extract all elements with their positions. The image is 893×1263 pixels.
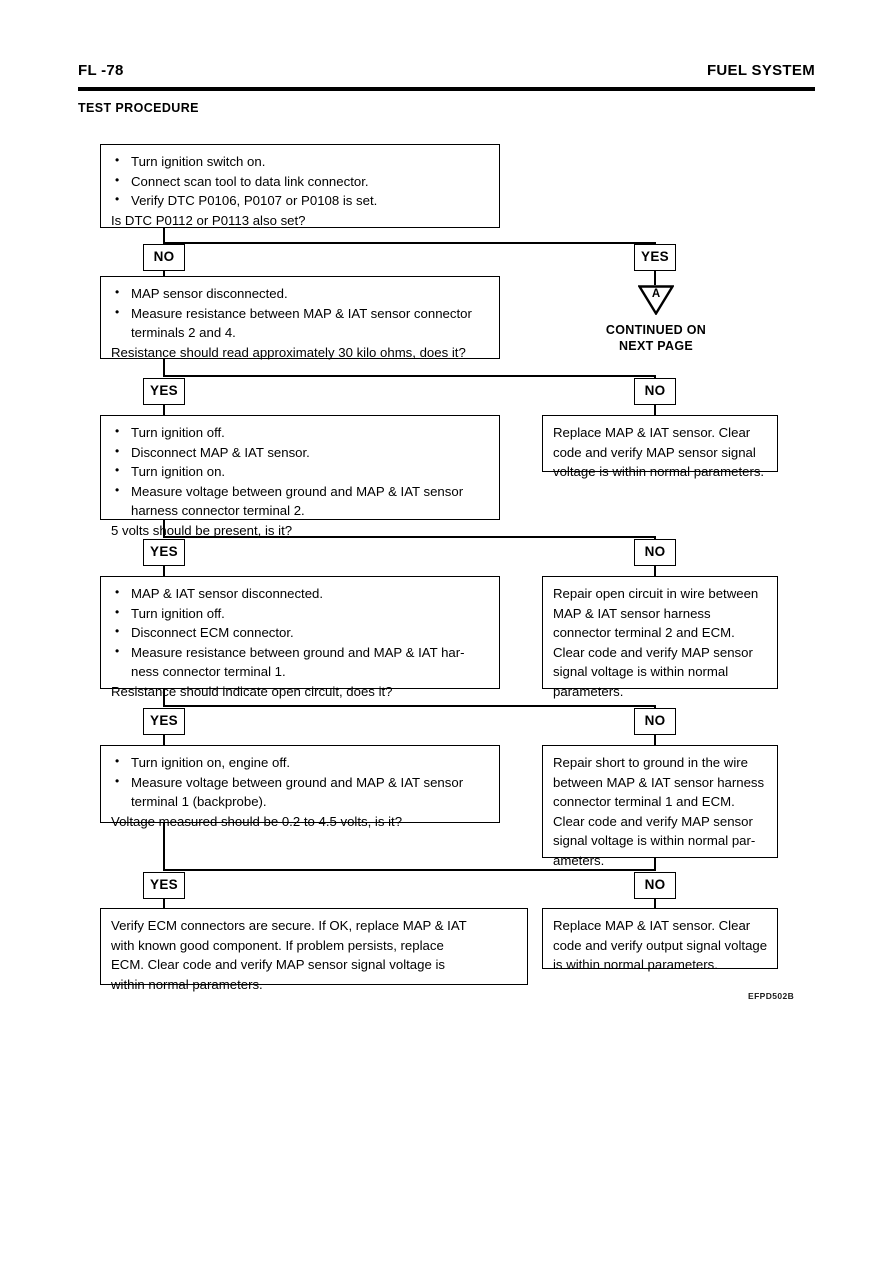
result-yes-final-box: Verify ECM connectors are secure. If OK,… xyxy=(100,908,528,992)
connector-line xyxy=(163,869,656,871)
result-text: Replace MAP & IAT sensor. Clear code and… xyxy=(553,425,765,479)
connector-line xyxy=(163,359,165,377)
step-4-bullets: MAP & IAT sensor disconnected. Turn igni… xyxy=(111,583,490,682)
connector-line xyxy=(163,242,656,244)
continued-next-page-note: CONTINUED ON NEXT PAGE xyxy=(556,322,756,354)
list-item: Turn ignition on, engine off. xyxy=(111,752,490,773)
result-no-step5-box: Replace MAP & IAT sensor. Clear code and… xyxy=(542,908,778,972)
step-3-bullets: Turn ignition off. Disconnect MAP & IAT … xyxy=(111,422,490,521)
connector-line xyxy=(654,271,656,285)
step-5-box: Turn ignition on, engine off. Measure vo… xyxy=(100,745,500,829)
connector-line xyxy=(163,375,656,377)
page-number: FL -78 xyxy=(78,62,124,79)
step-1-bullets: Turn ignition switch on. Connect scan to… xyxy=(111,151,490,211)
list-item: Turn ignition on. xyxy=(111,461,490,482)
connector-line xyxy=(654,242,656,245)
branch-label-yes: YES xyxy=(143,539,185,566)
offpage-connector-a: A xyxy=(638,285,674,315)
step-4-question: Resistance should indicate open circuit,… xyxy=(111,683,393,699)
result-text: Repair open circuit in wire between MAP … xyxy=(553,586,759,699)
connector-line xyxy=(163,228,165,244)
list-item: Turn ignition switch on. xyxy=(111,151,490,172)
connector-line xyxy=(654,536,656,539)
connector-line xyxy=(654,705,656,708)
branch-label-no: NO xyxy=(634,378,676,405)
connector-line xyxy=(163,823,165,851)
step-2-box: MAP sensor disconnected. Measure resista… xyxy=(100,276,500,360)
connector-line xyxy=(163,705,656,707)
step-4-box: MAP & IAT sensor disconnected. Turn igni… xyxy=(100,576,500,699)
list-item: Disconnect MAP & IAT sensor. xyxy=(111,442,490,463)
branch-label-no: NO xyxy=(143,244,185,271)
connector-line xyxy=(654,405,656,417)
continued-line-2: NEXT PAGE xyxy=(618,339,693,353)
list-item: Disconnect ECM connector. xyxy=(111,622,490,643)
connector-line xyxy=(163,735,165,747)
step-2-question: Resistance should read approximately 30 … xyxy=(111,344,466,360)
step-5-bullets: Turn ignition on, engine off. Measure vo… xyxy=(111,752,490,812)
list-item: MAP sensor disconnected. xyxy=(111,283,490,304)
list-item: Measure resistance between ground and MA… xyxy=(111,642,490,682)
page-header: FL -78 FUEL SYSTEM xyxy=(78,62,815,84)
connector-line xyxy=(654,735,656,747)
connector-line xyxy=(654,375,656,378)
branch-label-yes: YES xyxy=(634,244,676,271)
branch-label-yes: YES xyxy=(143,378,185,405)
section-title: FUEL SYSTEM xyxy=(706,62,815,79)
result-no-step3-box: Repair open circuit in wire between MAP … xyxy=(542,576,778,699)
step-1-box: Turn ignition switch on. Connect scan to… xyxy=(100,144,500,228)
branch-label-no: NO xyxy=(634,539,676,566)
continued-line-1: CONTINUED ON xyxy=(605,323,707,337)
branch-label-no: NO xyxy=(634,872,676,899)
connector-line xyxy=(163,849,165,871)
list-item: Turn ignition off. xyxy=(111,422,490,443)
connector-line xyxy=(654,566,656,578)
list-item: Verify DTC P0106, P0107 or P0108 is set. xyxy=(111,190,490,211)
step-2-bullets: MAP sensor disconnected. Measure resista… xyxy=(111,283,490,343)
branch-label-yes: YES xyxy=(143,872,185,899)
step-3-box: Turn ignition off. Disconnect MAP & IAT … xyxy=(100,415,500,538)
connector-line xyxy=(654,858,656,871)
step-1-question: Is DTC P0112 or P0113 also set? xyxy=(111,212,306,228)
list-item: MAP & IAT sensor disconnected. xyxy=(111,583,490,604)
connector-line xyxy=(163,899,165,910)
test-procedure-heading: TEST PROCEDURE xyxy=(78,101,199,115)
list-item: Connect scan tool to data link connector… xyxy=(111,171,490,192)
connector-a-letter: A xyxy=(651,288,661,300)
list-item: Measure voltage between ground and MAP &… xyxy=(111,772,490,812)
list-item: Measure voltage between ground and MAP &… xyxy=(111,481,490,521)
connector-line xyxy=(163,689,165,707)
step-3-question: 5 volts should be present, is it? xyxy=(111,522,293,538)
connector-line xyxy=(163,536,656,538)
result-no-step2-box: Replace MAP & IAT sensor. Clear code and… xyxy=(542,415,778,479)
connector-line xyxy=(163,520,165,538)
figure-code: EFPD502B xyxy=(748,991,795,1001)
header-divider xyxy=(78,87,815,91)
result-text: Verify ECM connectors are secure. If OK,… xyxy=(111,918,467,992)
result-text: Repair short to ground in the wire betwe… xyxy=(553,755,765,868)
list-item: Turn ignition off. xyxy=(111,603,490,624)
connector-line xyxy=(163,566,165,578)
branch-label-yes: YES xyxy=(143,708,185,735)
step-5-question: Voltage measured should be 0.2 to 4.5 vo… xyxy=(111,813,403,829)
result-no-step4-box: Repair short to ground in the wire betwe… xyxy=(542,745,778,868)
connector-line xyxy=(654,899,656,910)
result-text: Replace MAP & IAT sensor. Clear code and… xyxy=(553,918,768,972)
list-item: Measure resistance between MAP & IAT sen… xyxy=(111,303,490,343)
branch-label-no: NO xyxy=(634,708,676,735)
connector-line xyxy=(163,405,165,417)
